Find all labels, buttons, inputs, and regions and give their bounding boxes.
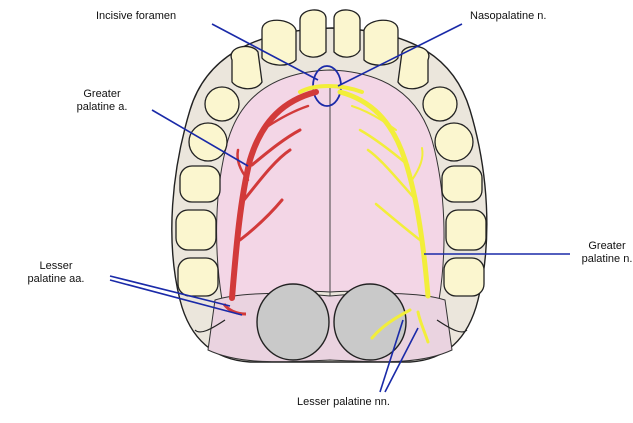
right-choana: [334, 284, 406, 360]
incisive-foramen-label: Incisive foramen: [96, 10, 176, 23]
greater-palatine-a-line2: palatine a.: [52, 101, 152, 114]
lesser-palatine-aa-line1: Lesser: [6, 260, 106, 273]
greater-palatine-a-label: Greater palatine a.: [52, 88, 152, 114]
left-choana: [257, 284, 329, 360]
tooth: [423, 87, 457, 121]
greater-palatine-n-line2: palatine n.: [572, 253, 633, 266]
nasopalatine-label: Nasopalatine n.: [470, 10, 546, 23]
tooth: [300, 10, 326, 57]
greater-palatine-n-line1: Greater: [572, 240, 633, 253]
tooth: [205, 87, 239, 121]
greater-palatine-a-line1: Greater: [52, 88, 152, 101]
tooth: [180, 166, 220, 202]
tooth: [442, 166, 482, 202]
tooth: [435, 123, 473, 161]
lesser-palatine-nn-label: Lesser palatine nn.: [297, 396, 390, 409]
tooth: [178, 258, 218, 296]
lesser-palatine-aa-label: Lesser palatine aa.: [6, 260, 106, 286]
tooth: [334, 10, 360, 57]
greater-palatine-n-label: Greater palatine n.: [572, 240, 633, 266]
tooth: [176, 210, 216, 250]
tooth: [446, 210, 486, 250]
soft-palate: [208, 293, 452, 361]
tooth: [231, 46, 262, 88]
tooth: [262, 20, 296, 65]
tooth: [444, 258, 484, 296]
lesser-palatine-aa-line2: palatine aa.: [6, 273, 106, 286]
